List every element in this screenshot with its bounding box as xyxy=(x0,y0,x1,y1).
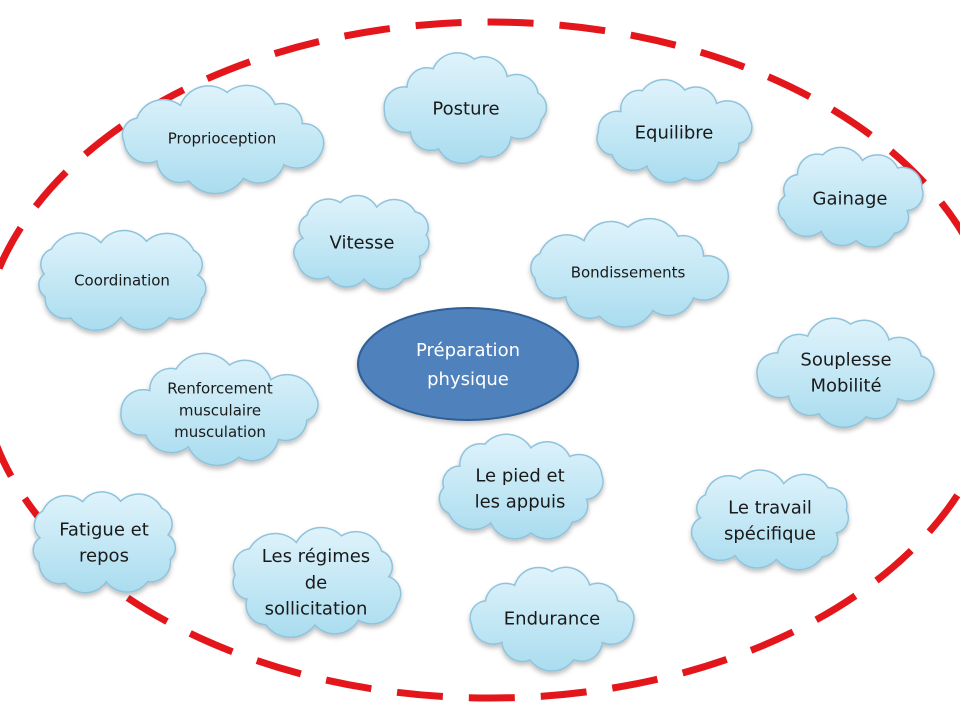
cloud-shape xyxy=(777,146,924,248)
cloud-equilibre: Equilibre xyxy=(596,78,753,184)
cloud-shape xyxy=(293,194,430,290)
cloud-shape xyxy=(232,526,402,639)
cloud-label: Equilibre xyxy=(635,122,714,143)
central-ellipse xyxy=(357,307,579,421)
cloud-vitesse: Vitesse xyxy=(293,194,430,290)
cloud-label: Fatigue et xyxy=(59,519,149,540)
cloud-label: Souplesse xyxy=(800,349,891,370)
dashed-boundary-ellipse xyxy=(0,18,960,702)
clouds-layer: Proprioception PostureEquilibreGainageVit… xyxy=(32,52,935,672)
cloud-label: Gainage xyxy=(813,188,888,209)
cloud-label: Proprioception xyxy=(168,129,277,147)
cloud-shape xyxy=(596,78,753,184)
cloud-label: Le pied et xyxy=(475,465,564,486)
cloud-label: spécifique xyxy=(724,523,816,544)
cloud-label: Mobilité xyxy=(810,375,881,396)
cloud-shape xyxy=(120,352,319,467)
cloud-shape xyxy=(438,433,604,540)
cloud-label: Bondissements xyxy=(571,263,686,281)
cloud-label: Endurance xyxy=(504,608,600,629)
cloud-shape xyxy=(38,229,207,331)
cloud-label: Coordination xyxy=(74,271,170,289)
cloud-label: les appuis xyxy=(475,491,566,512)
cloud-label: Renforcement xyxy=(167,380,273,398)
cloud-endurance: Endurance xyxy=(469,566,635,672)
cloud-proprioception: Proprioception xyxy=(121,84,325,195)
cloud-travail-specifique: Le travail spécifique xyxy=(690,469,849,571)
cloud-shape xyxy=(756,317,935,429)
cloud-shape xyxy=(469,566,635,672)
cloud-renforcement: Renforcement musculaire musculation xyxy=(120,352,319,467)
cloud-pied-appuis: Le pied et les appuis xyxy=(438,433,604,540)
central-label-line-1: Préparation xyxy=(416,340,520,361)
cloud-label: repos xyxy=(79,545,129,566)
cloud-posture: Posture xyxy=(383,52,548,165)
cloud-label: de xyxy=(305,572,328,593)
cloud-label: sollicitation xyxy=(265,598,368,619)
cloud-label: musculaire xyxy=(179,401,261,419)
central-label-line-2: physique xyxy=(427,369,509,390)
cloud-label: Le travail xyxy=(728,497,812,518)
cloud-fatigue-repos: Fatigue et repos xyxy=(32,491,177,594)
cloud-shape xyxy=(690,469,849,571)
cloud-regimes-sollicitation: Les régimes de sollicitation xyxy=(232,526,402,639)
cloud-label: Les régimes xyxy=(262,546,370,567)
cloud-shape xyxy=(530,217,730,328)
cloud-shape xyxy=(383,52,548,165)
cloud-coordination: Coordination xyxy=(38,229,207,331)
central-topic-node: Préparation physique xyxy=(357,307,579,421)
cloud-shape xyxy=(32,491,177,594)
cloud-label: musculation xyxy=(174,423,266,441)
cloud-label: Posture xyxy=(432,98,499,119)
cloud-shape xyxy=(121,84,325,195)
cloud-gainage: Gainage xyxy=(777,146,924,248)
cloud-bondissements: Bondissements xyxy=(530,217,730,328)
cloud-label: Vitesse xyxy=(330,232,395,253)
